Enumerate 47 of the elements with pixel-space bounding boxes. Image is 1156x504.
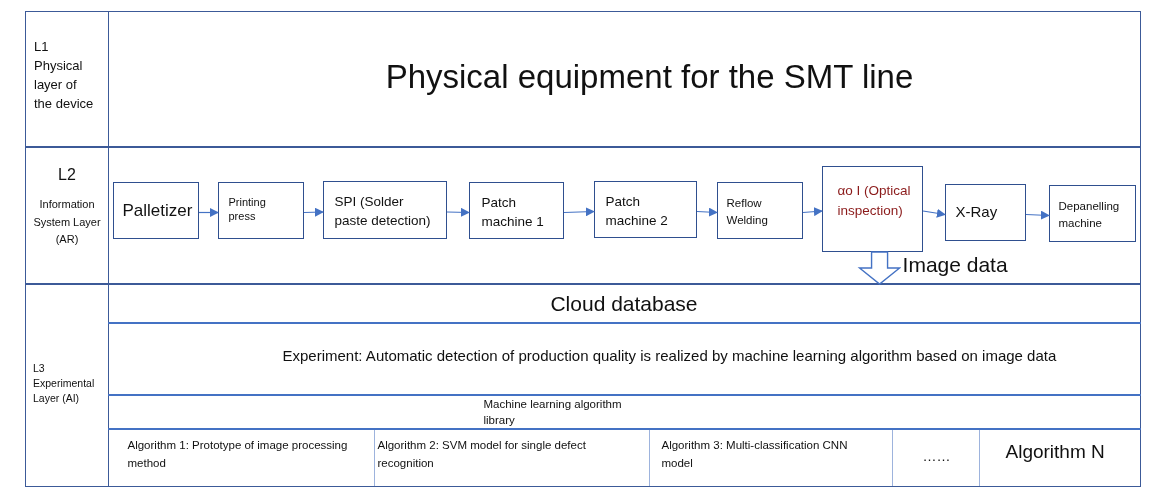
node-text: Machine learning algorithm library: [483, 396, 623, 429]
node-text: SPI (Solder paste detection): [334, 192, 432, 231]
node-text: Algorithm 2: SVM model for single defect recognition: [377, 437, 587, 471]
layer-label-cell: [25, 147, 109, 284]
process-box: [944, 183, 1026, 241]
process-box: [1048, 184, 1136, 242]
arrow: [446, 207, 470, 217]
process-box: [322, 180, 447, 239]
arrow: [563, 207, 595, 217]
node-text: X-Ray: [955, 202, 999, 220]
node-text: ……: [922, 447, 952, 464]
node-text: Algorithm 3: Multi-classification CNN model: [661, 437, 849, 471]
node-text: Cloud database: [549, 291, 699, 316]
layer-panel: [108, 284, 1141, 487]
arrow: [303, 207, 324, 217]
node-text: Physical equipment for the SMT line: [384, 58, 915, 96]
arrow: [696, 207, 718, 217]
process-box: [821, 165, 923, 252]
node-text: Palletizer: [122, 200, 194, 221]
layer-label-cell: [25, 11, 109, 147]
block-arrow: [857, 251, 902, 285]
arrow: [198, 208, 219, 217]
process-box: [468, 181, 564, 239]
node-text: Patch machine 2: [605, 192, 669, 231]
layer-label-cell: [25, 284, 109, 487]
arrow: [922, 208, 946, 218]
node-text: L1 Physical layer of the device: [34, 38, 95, 113]
process-box: [593, 180, 697, 238]
process-box: [217, 181, 304, 239]
arrow: [802, 207, 823, 217]
node-text: αo I (Optical inspection): [837, 181, 912, 220]
node-text: Algorithm 1: Prototype of image processing method: [127, 437, 349, 471]
layer-panel: [108, 11, 1141, 147]
layer-panel: [108, 147, 1141, 284]
algorithm-cell: [374, 429, 650, 486]
node-text: Patch machine 1: [481, 193, 545, 232]
process-box: [716, 181, 803, 239]
node-text: Printing press: [228, 194, 267, 225]
node-text: Algorithm N: [1005, 440, 1106, 463]
node-text: Reflow Welding: [726, 195, 769, 228]
arrow: [1025, 210, 1050, 220]
process-box: [112, 181, 199, 239]
layer-number: L2: [57, 166, 77, 184]
node-text: Depanelling machine: [1058, 198, 1121, 231]
node-text: Experiment: Automatic detection of production quality is realized by machine learning algorithm based on image data: [282, 346, 1058, 364]
layer-name: Information System Layer (AR): [32, 197, 102, 248]
node-text: L3 Experimental Layer (AI): [33, 361, 95, 407]
